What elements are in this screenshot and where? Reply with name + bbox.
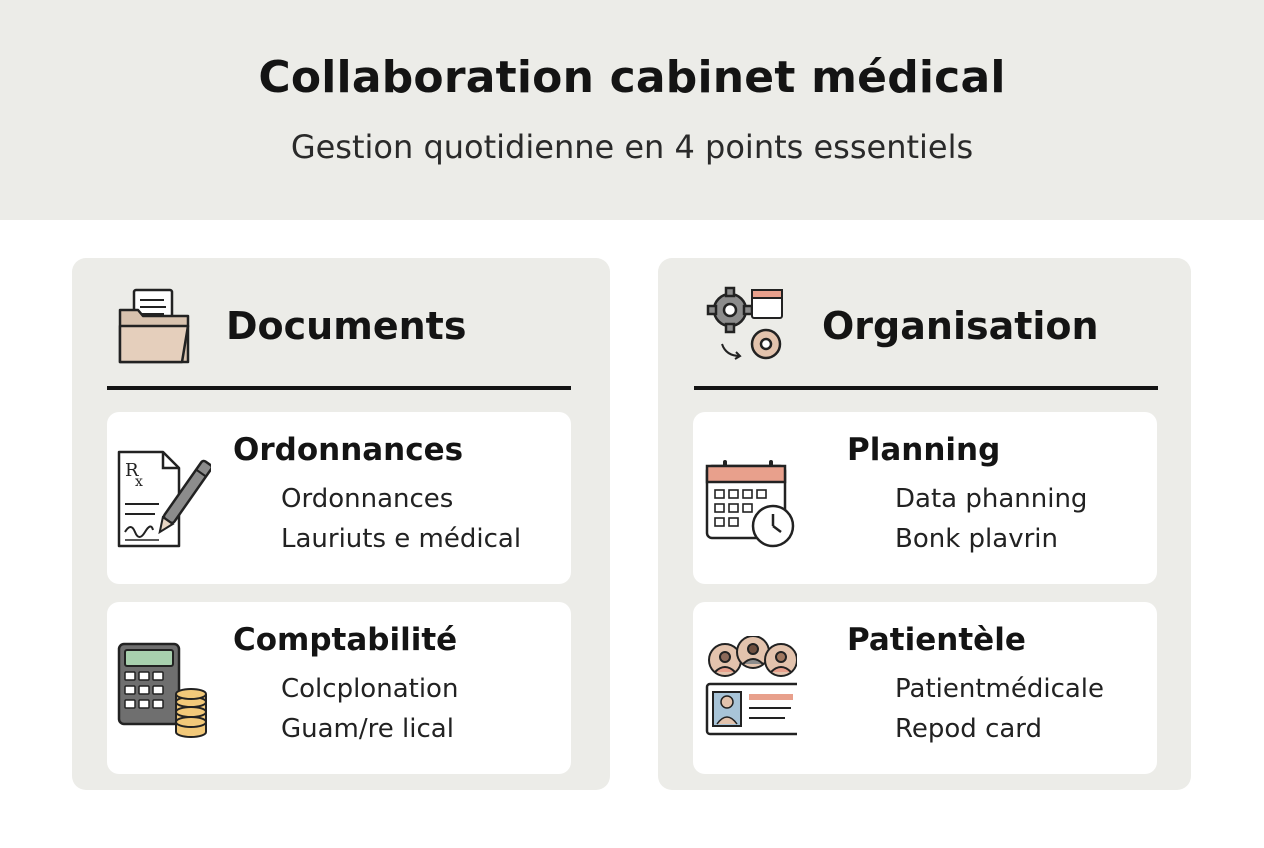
card-title: Planning [847, 432, 1001, 468]
panel-title-documents: Documents [226, 304, 467, 348]
header-band: Collaboration cabinet médical Gestion qu… [0, 0, 1264, 220]
card-ordonnances: R x Ordonnances Ordonnances Lauriuts e m… [107, 412, 571, 584]
panel-title-organisation: Organisation [822, 304, 1099, 348]
calendar-clock-icon [705, 460, 795, 548]
patients-card-icon [705, 636, 797, 736]
card-line: Ordonnances [281, 484, 454, 514]
card-patientele: Patientèle Patientmédicale Repod card [693, 602, 1157, 774]
card-line: Colcplonation [281, 674, 459, 704]
gears-calendar-icon [706, 286, 783, 360]
divider [694, 386, 1158, 390]
calculator-icon [117, 642, 207, 738]
card-title: Comptabilité [233, 622, 458, 658]
card-line: Bonk plavrin [895, 524, 1058, 554]
svg-text:x: x [135, 474, 143, 490]
page-subtitle: Gestion quotidienne en 4 points essentie… [290, 128, 974, 166]
folder-icon [118, 288, 190, 364]
card-line: Repod card [895, 714, 1043, 744]
svg-text:R: R [125, 460, 139, 481]
divider [107, 386, 571, 390]
card-comptabilite: Comptabilité Colcplonation Guam/re lical [107, 602, 571, 774]
prescription-icon: R x [117, 450, 211, 548]
card-title: Patientèle [847, 622, 1026, 658]
card-line: Data phanning [895, 484, 1088, 514]
panel-organisation: Organisation Planning Data phanning Bonk… [658, 258, 1191, 790]
card-line: Lauriuts e médical [281, 524, 522, 554]
card-line: Patientmédicale [895, 674, 1105, 704]
card-line: Guam/re lical [281, 714, 454, 744]
card-planning: Planning Data phanning Bonk plavrin [693, 412, 1157, 584]
page-title: Collaboration cabinet médical [258, 52, 1006, 103]
panel-documents: Documents R x Ordonnances Ordonnances La… [72, 258, 610, 790]
card-title: Ordonnances [233, 432, 464, 468]
